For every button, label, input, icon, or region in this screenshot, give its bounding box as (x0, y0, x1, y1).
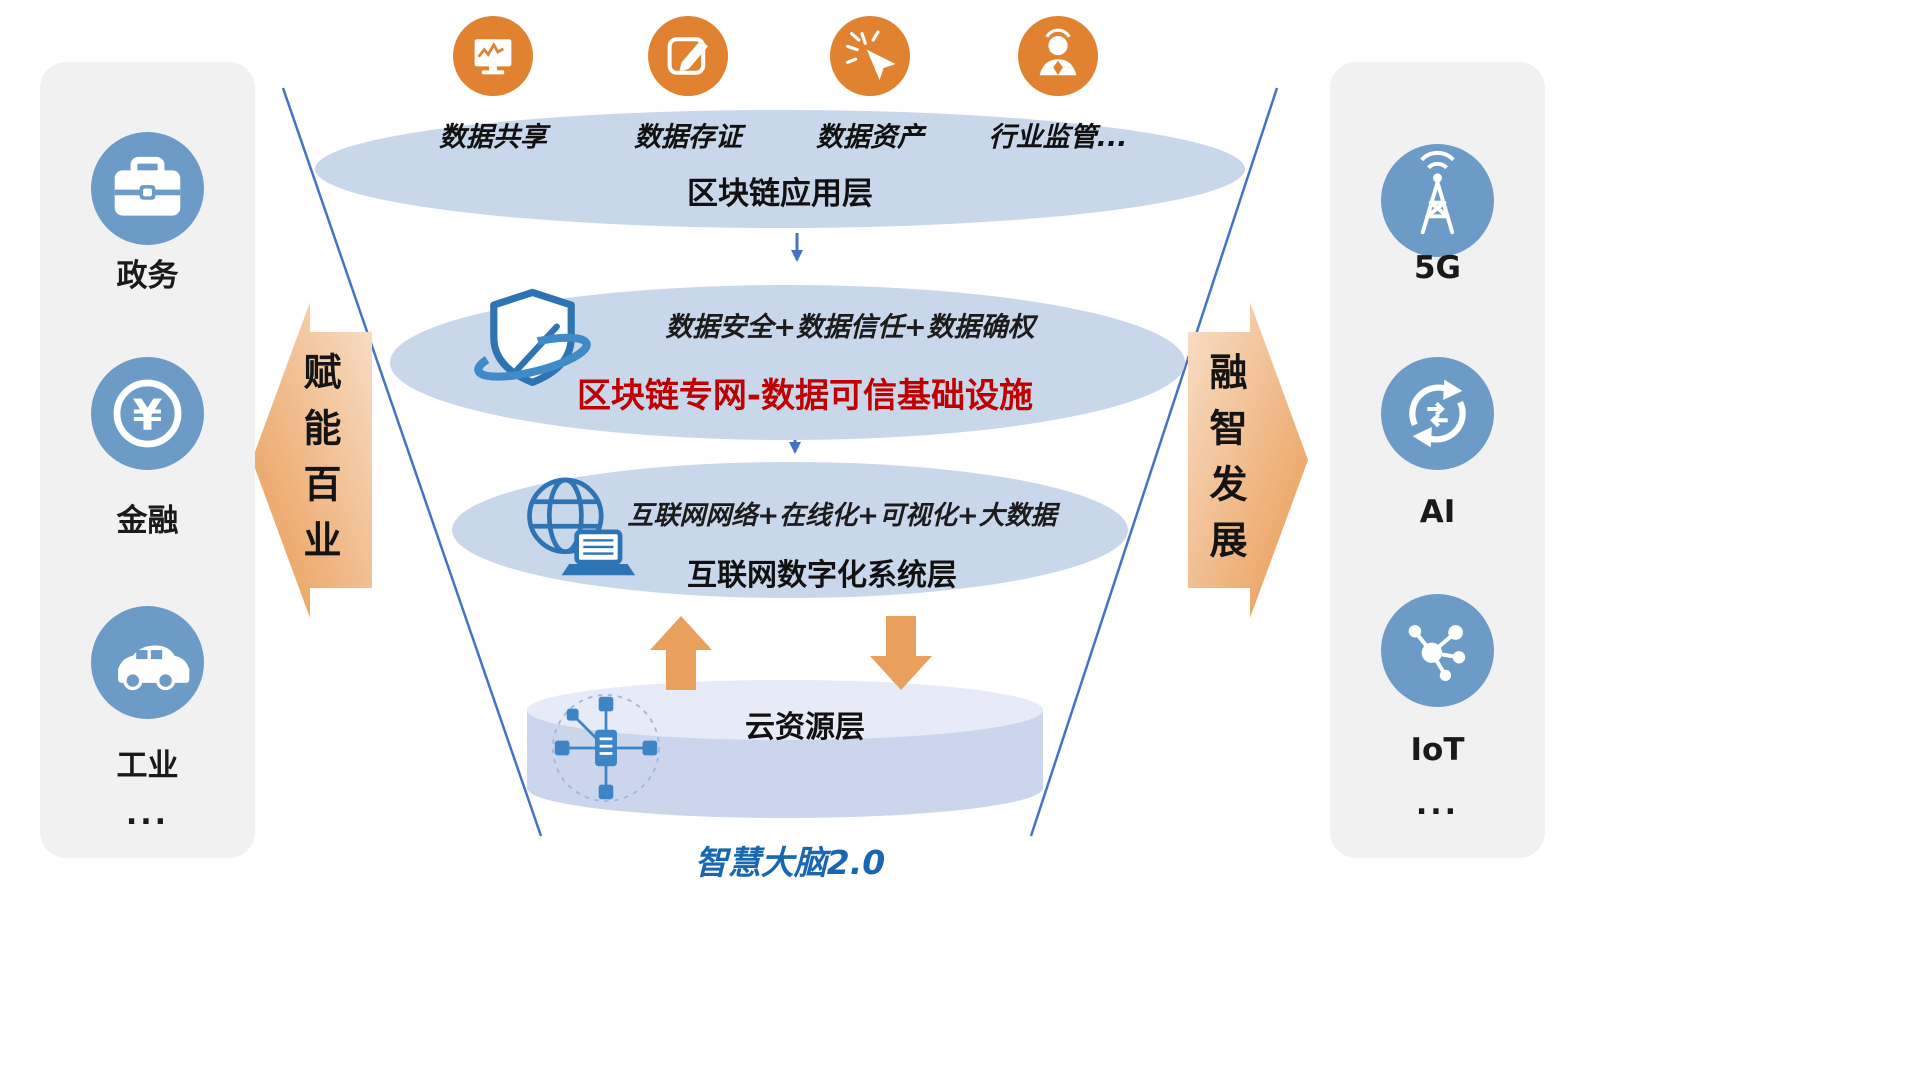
empower-industries-label: 赋能百业 (297, 352, 341, 576)
internet-system-layer-ellipse: 互联网网络+在线化+可视化+大数据 互联网数字化系统层 (452, 462, 1128, 598)
industry-label-finance: 金融 (116, 503, 179, 539)
blockchain-network-subtitle: 数据安全+数据信任+数据确权 (665, 312, 1035, 343)
tech-label-5g: 5G (1413, 250, 1461, 286)
app-label-data-assets: 数据资产 (816, 122, 924, 153)
supervisor-person-icon (1018, 16, 1098, 96)
smart-brain-footer-title: 智慧大脑2.0 (694, 843, 886, 882)
integrated-development-label: 融智发展 (1203, 352, 1247, 576)
tech-label-iot: IoT (1410, 732, 1465, 768)
down-arrow (870, 616, 932, 690)
industry-label-industry: 工业 (116, 748, 179, 784)
blockchain-network-title: 区块链专网-数据可信基础设施 (576, 376, 1034, 416)
funnel-left-line (281, 87, 543, 837)
left-more-ellipsis: ... (125, 797, 170, 832)
app-label-industry-regulation: 行业监管... (988, 122, 1128, 153)
antenna-5g-icon (1381, 144, 1494, 257)
server-cluster-icon (552, 694, 660, 802)
car-icon (91, 606, 204, 719)
ai-sync-icon (1381, 357, 1494, 470)
briefcase-icon (91, 132, 204, 245)
app-label-data-sharing: 数据共享 (439, 122, 547, 153)
shield-orbit-icon (474, 288, 591, 386)
left-industries-panel: 政务 ¥ 金融 工业 ... (40, 62, 255, 858)
internet-system-title: 互联网数字化系统层 (687, 558, 957, 593)
tech-label-ai: AI (1419, 494, 1456, 530)
app-label-data-certification: 数据存证 (634, 122, 742, 153)
monitor-chart-icon (453, 16, 533, 96)
cloud-resource-layer-title: 云资源层 (745, 710, 865, 745)
develop-right-arrow (1188, 302, 1308, 618)
industry-label-government: 政务 (116, 258, 179, 294)
cursor-click-icon (830, 16, 910, 96)
empower-left-arrow (252, 302, 372, 618)
iot-nodes-icon (1381, 594, 1494, 707)
cloud-cylinder (527, 680, 1043, 818)
svg-text:¥: ¥ (133, 390, 163, 440)
blockchain-application-layer-ellipse: 区块链应用层 (315, 110, 1245, 228)
up-arrow (650, 616, 712, 690)
right-technologies-panel: 5G AI IoT ... (1330, 62, 1545, 858)
globe-laptop-icon (527, 477, 636, 576)
internet-system-subtitle: 互联网网络+在线化+可视化+大数据 (627, 501, 1057, 531)
right-more-ellipsis: ... (1415, 787, 1460, 822)
edit-pencil-icon (648, 16, 728, 96)
blockchain-network-layer-ellipse: 数据安全+数据信任+数据确权 区块链专网-数据可信基础设施 (390, 285, 1185, 440)
funnel-right-line (1029, 87, 1279, 837)
blockchain-application-layer-title: 区块链应用层 (687, 176, 873, 212)
yuan-coin-icon: ¥ (91, 357, 204, 470)
